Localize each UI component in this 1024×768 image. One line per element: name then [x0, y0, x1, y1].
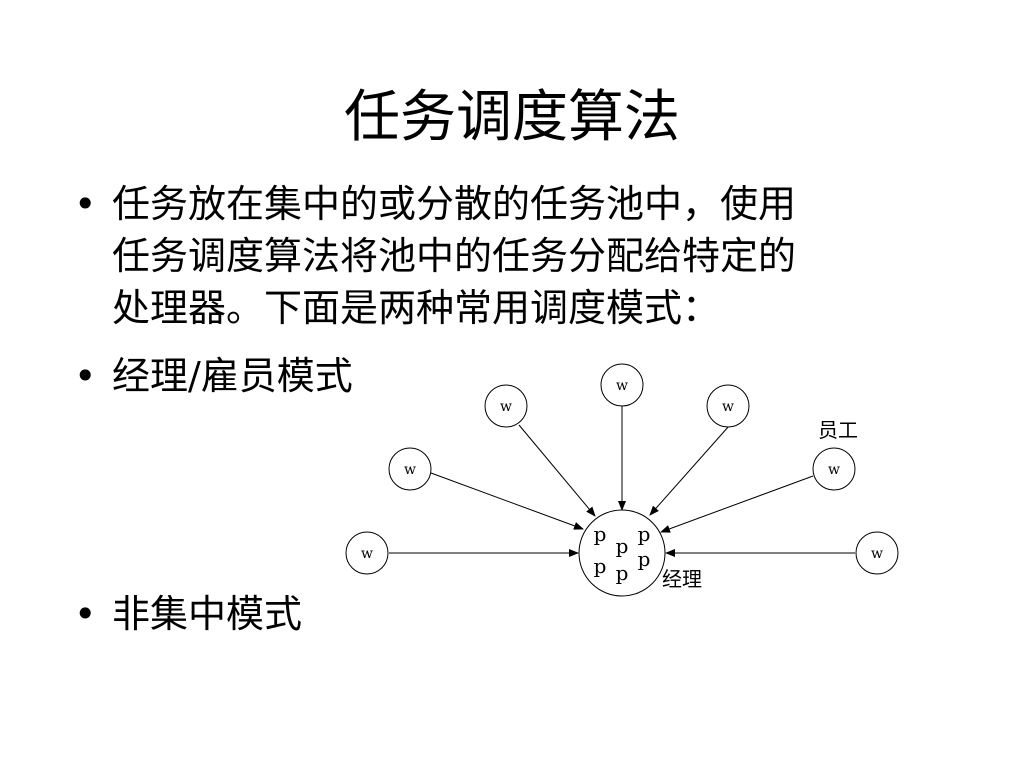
- worker-node: w: [812, 447, 856, 491]
- worker-node: w: [345, 531, 389, 575]
- slide-title: 任务调度算法: [344, 85, 680, 150]
- bullet-text: 经理/雇员模式: [112, 354, 353, 398]
- worker-node-label: w: [871, 546, 883, 562]
- arrow-edge: [518, 424, 596, 517]
- bullet-line: 处理器。下面是两种常用调度模式：: [112, 286, 721, 330]
- manager-node-label: p: [616, 561, 629, 585]
- bullet-manager-worker-mode: • 经理/雇员模式: [74, 350, 353, 402]
- worker-node: w: [388, 447, 432, 491]
- manager-node-label: p: [594, 554, 607, 578]
- worker-annotation: 员工: [818, 418, 858, 442]
- worker-node: w: [600, 363, 644, 407]
- bullet-line: 任务调度算法将池中的任务分配给特定的: [112, 234, 797, 278]
- bullet-dot: •: [74, 182, 97, 226]
- worker-node-label: w: [616, 378, 628, 394]
- arrow-edge: [660, 475, 814, 533]
- bullet-dot: •: [74, 592, 97, 636]
- bullet-line: 任务放在集中的或分散的任务池中，使用: [112, 182, 797, 226]
- manager-node-label: p: [638, 522, 651, 546]
- worker-node-label: w: [500, 399, 512, 415]
- worker-node: w: [706, 384, 750, 428]
- manager-node-label: p: [594, 522, 607, 546]
- manager-node-label: p: [616, 534, 629, 558]
- worker-node: w: [855, 531, 899, 575]
- manager-annotation: 经理: [662, 567, 702, 591]
- bullet-decentralized-mode: • 非集中模式: [74, 588, 303, 640]
- manager-node: p p p p p p: [578, 509, 666, 597]
- bullet-task-pool: • 任务放在集中的或分散的任务池中，使用 任务调度算法将池中的任务分配给特定的 …: [74, 178, 942, 334]
- arrow-edge: [430, 472, 584, 530]
- bullet-dot: •: [74, 354, 97, 398]
- worker-node-label: w: [828, 462, 840, 478]
- worker-node: w: [484, 384, 528, 428]
- bullet-text: 非集中模式: [112, 592, 303, 636]
- worker-node-label: w: [404, 462, 416, 478]
- arrow-edge: [649, 425, 730, 516]
- manager-node-label: p: [638, 547, 651, 571]
- worker-node-label: w: [361, 546, 373, 562]
- worker-node-label: w: [722, 399, 734, 415]
